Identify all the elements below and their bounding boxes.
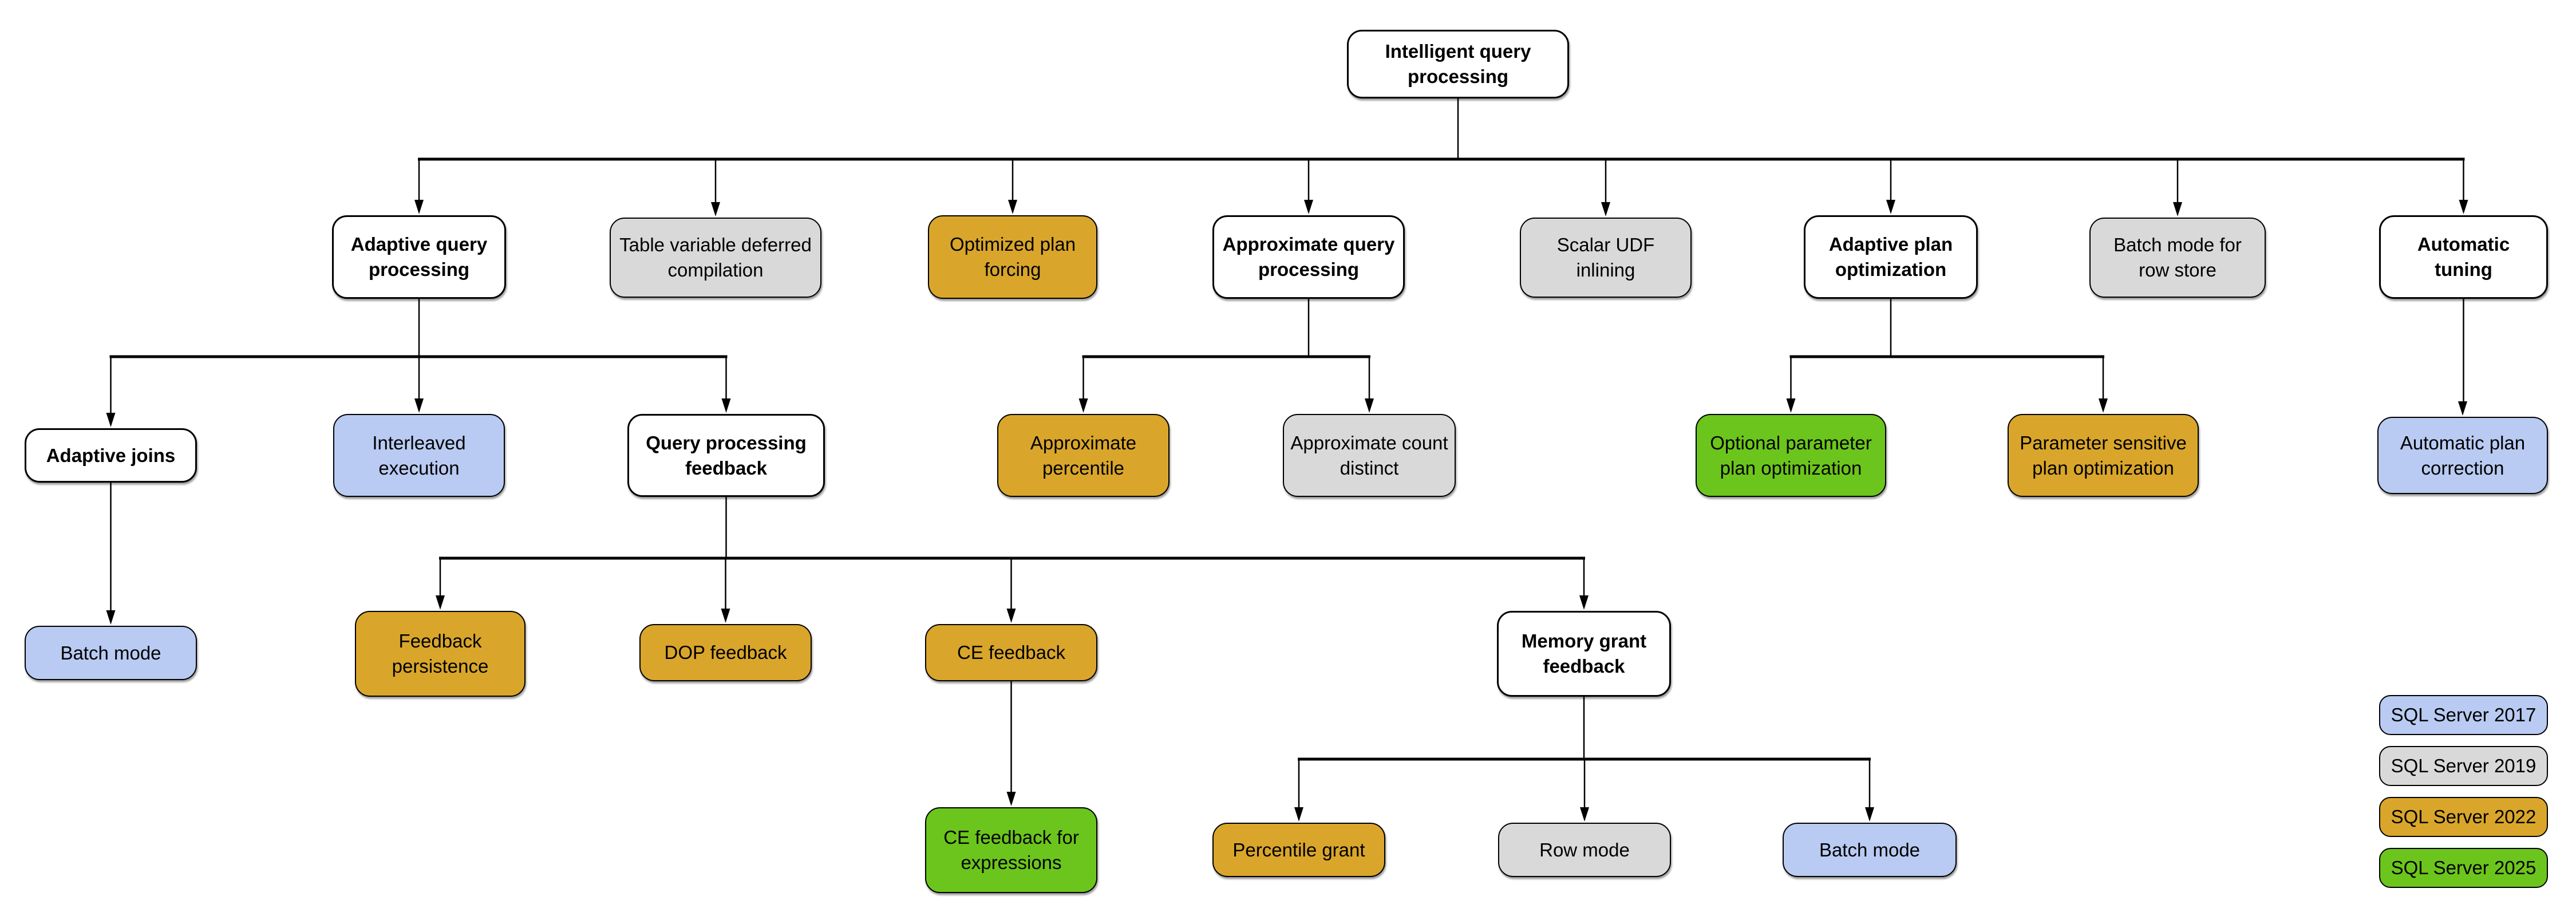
node-interleaved-execution: Interleaved execution [333, 414, 505, 497]
legend-label: SQL Server 2025 [2391, 857, 2537, 878]
node-label: Adaptive plan optimization [1828, 234, 1953, 280]
legend-label: SQL Server 2019 [2391, 755, 2537, 776]
node-label: Approximate count distinct [1290, 432, 1448, 479]
node-label: Approximate query processing [1222, 234, 1395, 280]
node-label: Batch mode [60, 642, 161, 664]
node-label: Adaptive joins [46, 444, 176, 466]
node-label: Batch mode [1819, 839, 1921, 860]
node-ce-feedback-for-expressions: CE feedback for expressions [925, 807, 1097, 893]
node-adaptive-plan-optimization: Adaptive plan optimization [1804, 215, 1978, 299]
node-label: Query processing feedback [646, 432, 807, 479]
node-optional-parameter-plan-optimization: Optional parameter plan optimization [1696, 414, 1886, 497]
node-batch-mode-for-row-store: Batch mode for row store [2089, 218, 2266, 298]
node-label: CE feedback [957, 642, 1065, 664]
legend-label: SQL Server 2022 [2391, 806, 2537, 827]
node-row-mode: Row mode [1498, 823, 1671, 877]
legend-item-2025: SQL Server 2025 [2379, 848, 2548, 888]
node-label: Optional parameter plan optimization [1710, 432, 1872, 479]
node-approximate-count-distinct: Approximate count distinct [1283, 414, 1456, 497]
legend-item-2019: SQL Server 2019 [2379, 746, 2548, 786]
node-approximate-query-processing: Approximate query processing [1212, 215, 1405, 299]
node-label: DOP feedback [664, 642, 787, 664]
node-scalar-udf-inlining: Scalar UDF inlining [1520, 218, 1692, 298]
node-ce-feedback: CE feedback [925, 624, 1097, 681]
node-label: Percentile grant [1232, 839, 1365, 860]
node-label: Scalar UDF inlining [1556, 234, 1655, 281]
node-label: Adaptive query processing [350, 234, 488, 280]
node-label: Automatic tuning [2417, 234, 2510, 280]
node-label: Interleaved execution [372, 432, 466, 479]
node-parameter-sensitive-plan-optimization: Parameter sensitive plan optimization [2008, 414, 2199, 497]
node-label: Optimized plan forcing [949, 234, 1076, 280]
node-batch-mode-adaptive: Batch mode [25, 626, 197, 680]
node-label: Approximate percentile [1030, 432, 1137, 479]
node-dop-feedback: DOP feedback [639, 624, 812, 681]
node-percentile-grant: Percentile grant [1212, 823, 1385, 877]
node-adaptive-query-processing: Adaptive query processing [332, 215, 506, 299]
node-label: Row mode [1539, 839, 1630, 860]
node-query-processing-feedback: Query processing feedback [627, 414, 825, 497]
node-batch-mode-memory-grant: Batch mode [1783, 823, 1957, 877]
node-label: CE feedback for expressions [943, 827, 1079, 873]
node-label: Batch mode for row store [2113, 234, 2242, 281]
legend-item-2022: SQL Server 2022 [2379, 797, 2548, 837]
node-label: Automatic plan correction [2400, 432, 2526, 479]
node-label: Intelligent query processing [1385, 41, 1531, 87]
node-intelligent-query-processing: Intelligent query processing [1347, 30, 1569, 98]
node-label: Memory grant feedback [1521, 630, 1647, 677]
node-label: Table variable deferred compilation [619, 234, 812, 281]
node-memory-grant-feedback: Memory grant feedback [1497, 611, 1671, 697]
legend-item-2017: SQL Server 2017 [2379, 695, 2548, 735]
node-optimized-plan-forcing: Optimized plan forcing [928, 215, 1097, 299]
node-table-variable-deferred-compilation: Table variable deferred compilation [610, 218, 821, 298]
legend-label: SQL Server 2017 [2391, 704, 2537, 725]
node-adaptive-joins: Adaptive joins [25, 428, 197, 483]
node-label: Feedback persistence [392, 630, 489, 677]
node-automatic-plan-correction: Automatic plan correction [2377, 417, 2548, 494]
node-feedback-persistence: Feedback persistence [355, 611, 526, 697]
node-automatic-tuning: Automatic tuning [2379, 215, 2548, 299]
node-label: Parameter sensitive plan optimization [2020, 432, 2187, 479]
node-approximate-percentile: Approximate percentile [997, 414, 1170, 497]
